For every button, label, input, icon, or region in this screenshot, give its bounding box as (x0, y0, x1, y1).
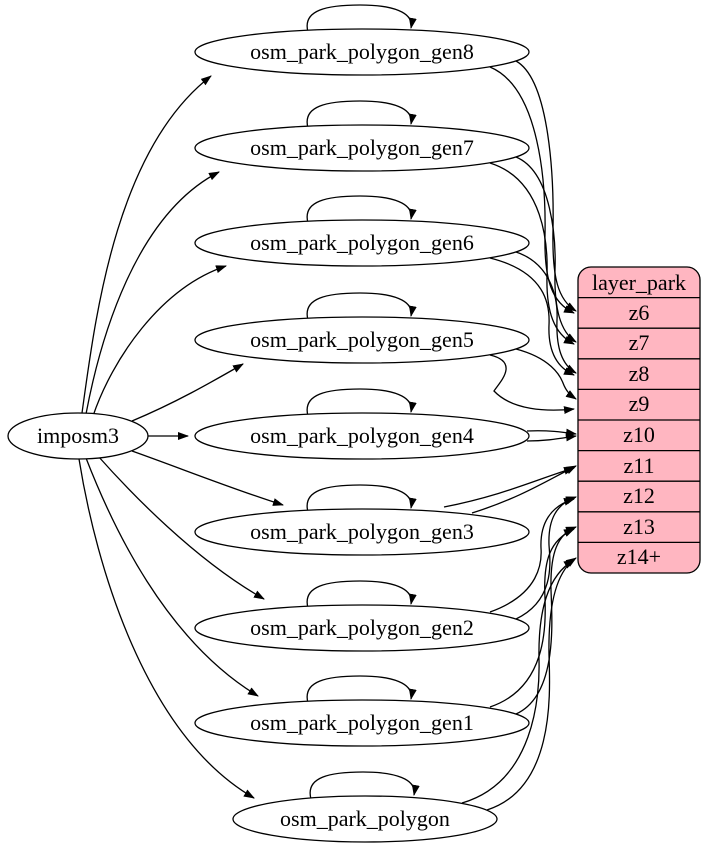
gen5-label: osm_park_polygon_gen5 (250, 327, 474, 352)
row-z12: z12 (623, 483, 655, 508)
gen3-ellipse (194, 508, 530, 556)
edge-imposm3-gen3 (131, 450, 284, 506)
row-z14: z14+ (617, 544, 661, 569)
self-loop-gen4 (306, 388, 417, 417)
edge-gen7-z7-a (515, 156, 577, 343)
self-loop-gen3 (306, 484, 417, 513)
gen4-label: osm_park_polygon_gen4 (250, 423, 474, 448)
self-loop-gen2 (306, 580, 417, 609)
edges-from-imposm3 (78, 75, 284, 799)
polygon-label: osm_park_polygon (280, 806, 450, 831)
edge-imposm3-gen7 (85, 171, 220, 415)
edge-gen4-z10-b (526, 433, 577, 442)
edge-gen8-z6-b (489, 66, 575, 314)
gen1-ellipse (194, 699, 530, 747)
edge-gen4-z10-a (526, 428, 577, 437)
edge-gen5-z9-a (515, 348, 577, 400)
layer-park-title: layer_park (592, 270, 686, 295)
gen3-label: osm_park_polygon_gen3 (250, 519, 474, 544)
imposm3-label: imposm3 (37, 423, 119, 448)
node-osm-park-polygon: osm_park_polygon (232, 795, 498, 843)
imposm3-ellipse (7, 412, 149, 460)
node-osm-park-polygon-gen1: osm_park_polygon_gen1 (194, 699, 530, 747)
gen4-ellipse (194, 412, 530, 460)
self-loop-polygon (309, 771, 420, 800)
self-loop-gen6 (306, 195, 417, 224)
edge-imposm3-polygon (78, 458, 255, 799)
edge-gen5-z9-b (489, 354, 575, 415)
self-loops (306, 4, 420, 800)
node-osm-park-polygon-gen7: osm_park_polygon_gen7 (194, 124, 530, 172)
gen2-label: osm_park_polygon_gen2 (250, 615, 474, 640)
row-z9: z9 (629, 391, 650, 416)
gen7-ellipse (194, 124, 530, 172)
row-z11: z11 (624, 453, 655, 478)
edge-imposm3-gen1 (85, 457, 259, 697)
gen8-ellipse (194, 28, 530, 76)
self-loop-gen8 (306, 4, 417, 33)
node-osm-park-polygon-gen4: osm_park_polygon_gen4 (194, 412, 530, 460)
self-loop-gen7 (306, 100, 417, 129)
self-loop-gen1 (306, 675, 417, 704)
node-osm-park-polygon-gen5: osm_park_polygon_gen5 (194, 316, 530, 364)
edge-imposm3-gen8 (81, 75, 212, 414)
gen5-ellipse (194, 316, 530, 364)
row-z8: z8 (629, 361, 650, 386)
edge-gen2-z12-a (515, 496, 577, 620)
gen6-label: osm_park_polygon_gen6 (250, 230, 474, 255)
gen7-label: osm_park_polygon_gen7 (250, 135, 474, 160)
gen1-label: osm_park_polygon_gen1 (250, 710, 474, 735)
node-osm-park-polygon-gen6: osm_park_polygon_gen6 (194, 219, 530, 267)
edges-to-layer-park (443, 60, 577, 811)
polygon-ellipse (232, 795, 498, 843)
edge-gen6-z8-b (489, 257, 575, 376)
gen8-label: osm_park_polygon_gen8 (250, 39, 474, 64)
row-z13: z13 (623, 514, 655, 539)
edge-gen6-z8-a (515, 251, 577, 374)
node-osm-park-polygon-gen8: osm_park_polygon_gen8 (194, 28, 530, 76)
node-osm-park-polygon-gen3: osm_park_polygon_gen3 (194, 508, 530, 556)
self-loop-gen5 (306, 292, 417, 321)
edge-gen2-z12-b (489, 497, 575, 613)
node-osm-park-polygon-gen2: osm_park_polygon_gen2 (194, 604, 530, 652)
edge-gen8-z6-a (515, 60, 577, 312)
edge-polygon-z14-b (461, 559, 575, 804)
layer-park-table: layer_park z6 z7 z8 z9 z10 z11 z12 z13 z… (577, 266, 701, 574)
edge-imposm3-gen5 (131, 363, 244, 422)
row-z6: z6 (629, 300, 650, 325)
gen6-ellipse (194, 219, 530, 267)
row-z7: z7 (629, 330, 650, 355)
edge-imposm3-gen2 (97, 455, 265, 600)
row-z10: z10 (623, 422, 655, 447)
edge-polygon-z14-a (486, 557, 577, 811)
gen2-ellipse (194, 604, 530, 652)
edge-gen3-z11-b (443, 466, 575, 508)
edge-gen1-z13-a (515, 526, 577, 715)
node-imposm3: imposm3 (7, 412, 149, 460)
edge-imposm3-gen6 (92, 265, 227, 417)
